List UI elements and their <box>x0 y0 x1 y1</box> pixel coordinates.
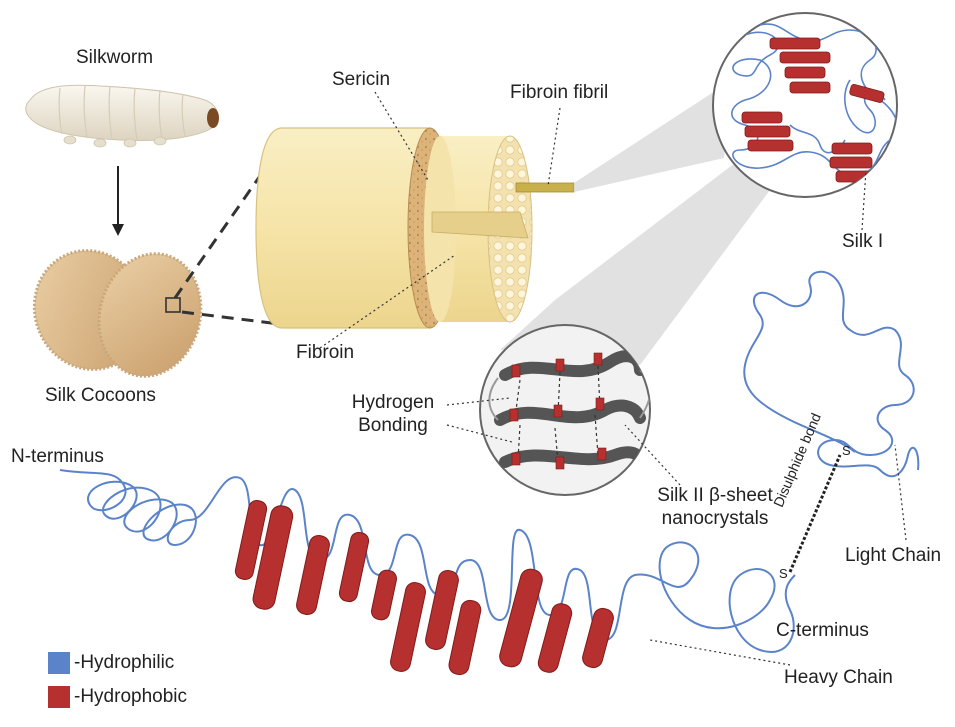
silk-i-inset <box>713 13 897 197</box>
label-hydrogen-line1: Hydrogen <box>340 392 446 415</box>
label-sericin: Sericin <box>332 69 390 92</box>
legend-swatch-hydrophobic <box>48 686 70 708</box>
label-silkworm: Silkworm <box>76 47 153 70</box>
light-chain-coil <box>744 272 918 476</box>
label-silk-ii-line2: nanocrystals <box>636 508 794 531</box>
label-silk-cocoons: Silk Cocoons <box>45 385 156 408</box>
label-silk-ii-line1: Silk II β-sheet <box>636 485 794 508</box>
label-silk-ii: Silk II β-sheet nanocrystals <box>636 485 794 531</box>
legend-label-hydrophilic: -Hydrophilic <box>74 652 174 675</box>
label-sulfur-right: S <box>842 443 851 459</box>
label-c-terminus: C-terminus <box>776 620 869 643</box>
hydrophobic-helices <box>234 499 616 676</box>
silk-ii-inset <box>480 325 650 495</box>
label-n-terminus: N-terminus <box>11 446 104 469</box>
silk-fiber-cross-section <box>256 128 574 328</box>
label-fibroin-fibril: Fibroin fibril <box>510 82 608 105</box>
label-sulfur-left: S <box>779 566 788 582</box>
label-light-chain: Light Chain <box>845 545 941 568</box>
process-arrow <box>112 166 124 236</box>
legend-label-hydrophobic: -Hydrophobic <box>74 686 187 709</box>
silkworm-illustration <box>26 85 219 147</box>
label-silk-i: Silk I <box>842 231 883 254</box>
legend-swatch-hydrophilic <box>48 652 70 674</box>
label-heavy-chain: Heavy Chain <box>784 667 893 690</box>
label-bonding-line2: Bonding <box>340 415 446 438</box>
label-fibroin: Fibroin <box>296 342 354 365</box>
label-hydrogen-bonding: Hydrogen Bonding <box>340 392 446 438</box>
